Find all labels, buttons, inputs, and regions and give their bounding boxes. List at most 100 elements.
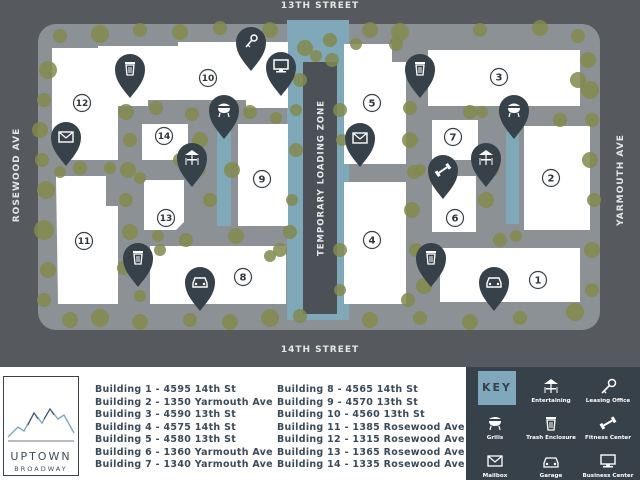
- tree-45: [185, 107, 199, 121]
- building-10-marker[interactable]: 10: [198, 68, 218, 88]
- building-14-marker[interactable]: 14: [154, 126, 174, 146]
- tree-97: [73, 161, 87, 175]
- tree-81: [570, 72, 586, 88]
- mail-pin[interactable]: [51, 122, 81, 166]
- building-1-marker[interactable]: 1: [528, 270, 548, 290]
- tree-25: [581, 81, 599, 99]
- loading-zone-road: [303, 62, 337, 314]
- tree-90: [333, 243, 347, 257]
- tree-70: [476, 106, 488, 118]
- building-number-label: 2: [548, 174, 555, 185]
- building-7-marker[interactable]: 7: [443, 127, 463, 147]
- tree-54: [134, 290, 146, 302]
- tree-4: [37, 181, 55, 199]
- tree-88: [152, 230, 164, 242]
- tree-20: [585, 283, 599, 297]
- tree-93: [310, 50, 322, 62]
- building-13-marker[interactable]: 13: [156, 208, 176, 228]
- entertaining-icon: [544, 379, 558, 393]
- building-4-marker[interactable]: 4: [362, 230, 382, 250]
- tree-41: [123, 133, 137, 147]
- trash-pin[interactable]: [115, 54, 145, 98]
- entertaining-pin[interactable]: [177, 143, 207, 187]
- trash-pin[interactable]: [405, 54, 435, 98]
- entertaining-icon: [185, 150, 199, 165]
- trash-icon: [133, 251, 143, 265]
- key-label: Trash Enclosure: [526, 435, 576, 441]
- mail-icon: [352, 132, 368, 144]
- tree-96: [54, 166, 66, 178]
- tree-9: [91, 309, 109, 327]
- logo-name: UPTOWN: [10, 450, 72, 463]
- tree-27: [571, 29, 585, 43]
- computer-icon: [273, 59, 289, 73]
- building-11-marker[interactable]: 11: [74, 231, 94, 251]
- courtyard-strip-east: [506, 132, 519, 224]
- tree-65: [404, 202, 420, 218]
- building-6-marker[interactable]: 6: [445, 208, 465, 228]
- trash-pin[interactable]: [123, 243, 153, 287]
- car-icon: [192, 277, 208, 288]
- building-1-footprint: [440, 248, 580, 302]
- grill-pin[interactable]: [209, 95, 239, 139]
- tree-69: [463, 105, 477, 119]
- tree-50: [228, 228, 244, 244]
- car-pin[interactable]: [185, 267, 215, 311]
- tree-83: [134, 172, 146, 184]
- building-number-label: 3: [496, 73, 503, 84]
- computer-icon: [600, 454, 616, 468]
- tree-30: [391, 23, 409, 41]
- map-key: KEY Entertaining Leasing Office: [466, 367, 640, 480]
- tree-62: [403, 101, 417, 115]
- trash-pin[interactable]: [416, 243, 446, 287]
- building-9-marker[interactable]: 9: [252, 169, 272, 189]
- mail-pin[interactable]: [345, 123, 375, 167]
- building-2-marker[interactable]: 2: [541, 168, 561, 188]
- building-12-marker[interactable]: 12: [72, 93, 92, 113]
- trash-icon: [415, 62, 425, 76]
- tree-59: [293, 73, 307, 87]
- key-item-grills: Grills: [466, 415, 524, 441]
- tree-55: [283, 225, 297, 239]
- tree-canopy: [32, 20, 601, 330]
- computer-pin[interactable]: [266, 52, 296, 96]
- tree-51: [179, 233, 193, 247]
- tree-10: [132, 314, 148, 330]
- tree-7: [37, 293, 51, 307]
- building-address-item: Building 3 - 4590 13th St: [95, 409, 237, 420]
- tree-86: [270, 112, 282, 124]
- building-number-label: 14: [158, 132, 171, 142]
- tree-78: [389, 37, 403, 51]
- tree-74: [510, 230, 522, 242]
- key-pin[interactable]: [236, 27, 266, 71]
- car-pin[interactable]: [479, 267, 509, 311]
- building-number-label: 5: [369, 99, 376, 110]
- building-5-marker[interactable]: 5: [362, 93, 382, 113]
- dumbbell-pin[interactable]: [428, 155, 458, 199]
- tree-85: [243, 105, 257, 119]
- tree-29: [473, 23, 487, 37]
- grill-pin[interactable]: [499, 95, 529, 139]
- building-address-item: Building 6 - 1360 Yarmouth Ave: [95, 446, 273, 458]
- building-address-item: Building 9 - 4570 13th St: [277, 396, 419, 408]
- building-3-marker[interactable]: 3: [489, 67, 509, 87]
- building-number-label: 12: [76, 99, 89, 109]
- key-label: Leasing Office: [585, 398, 631, 404]
- street-14th-south: 14TH STREET: [280, 345, 360, 355]
- loading-zone-label: TEMPORARY LOADING ZONE: [317, 100, 327, 256]
- key-title: KEY: [478, 371, 516, 405]
- logo-subtitle: BROADWAY: [14, 465, 68, 473]
- tree-57: [289, 143, 303, 157]
- courtyard-strip-west: [217, 118, 231, 226]
- tree-60: [333, 103, 347, 117]
- trash-icon: [125, 62, 135, 76]
- building-number-label: 6: [452, 214, 459, 225]
- key-label: Mailbox: [482, 473, 508, 479]
- tree-79: [350, 38, 362, 50]
- tree-36: [172, 24, 188, 40]
- tree-48: [224, 162, 240, 178]
- building-8-marker[interactable]: 8: [233, 267, 253, 287]
- key-label: Garage: [539, 473, 563, 479]
- entertaining-pin[interactable]: [471, 143, 501, 187]
- tree-19: [566, 303, 584, 321]
